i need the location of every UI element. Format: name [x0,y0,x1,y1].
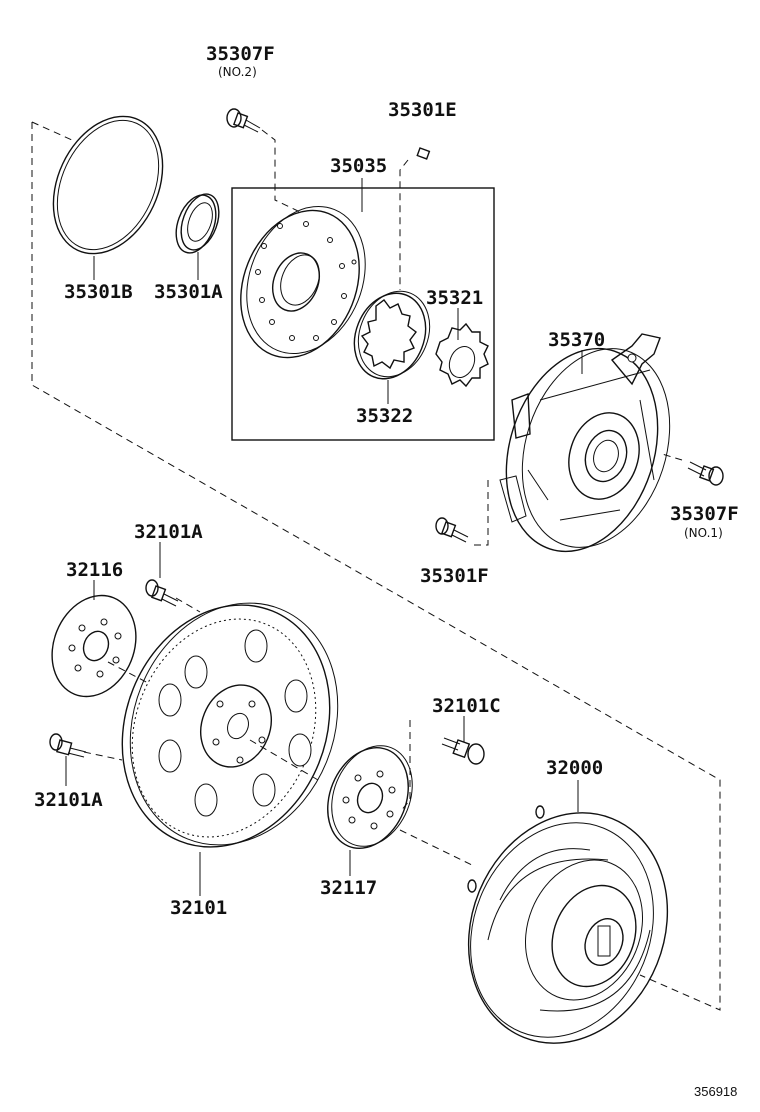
label-35370: 35370 [548,329,605,351]
oil-pump-body-part [499,333,671,553]
label-35035: 35035 [330,155,387,177]
driven-gear-part [353,290,431,380]
label-35307f-no1-note: (NO.1) [684,526,723,540]
bolt-35301f-part [435,517,469,543]
label-35301a: 35301A [154,281,223,303]
diagram-reference-number: 356918 [694,1084,737,1099]
label-32101a-lower: 32101A [34,789,103,811]
part-labels: 35307F (NO.2) 35301E 35035 35301B 35301A… [34,43,739,1099]
label-32101: 32101 [170,897,227,919]
bolt-32101a-lower-part [49,733,87,758]
drive-plate-part [121,602,339,848]
label-35307f-no1: 35307F [670,503,739,525]
pin-part [416,147,431,160]
kit-35035-box [231,187,495,441]
bolt-no1-part [687,461,724,486]
spacer-32117-part [327,745,413,849]
bolt-no2-part [226,108,261,133]
label-35307f-no2: 35307F [206,43,275,65]
label-35321: 35321 [426,287,483,309]
bolt-32101c-part [441,737,485,765]
label-35322: 35322 [356,405,413,427]
label-32117: 32117 [320,877,377,899]
label-35301b: 35301B [64,281,133,303]
assembly-guide-lines [31,121,721,1011]
label-32101c: 32101C [432,695,501,717]
leader-lines [65,178,583,896]
label-32116: 32116 [66,559,123,581]
oil-seal-part [175,193,220,254]
label-35307f-no2-note: (NO.2) [218,65,257,79]
label-32101a-upper: 32101A [134,521,203,543]
bolt-32101a-upper-part [145,579,179,607]
label-35301e: 35301E [388,99,457,121]
spacer-32116-part [51,594,137,698]
o-ring-part [52,115,164,255]
label-32000: 32000 [546,757,603,779]
pump-plate-part [240,205,366,359]
label-35301f: 35301F [420,565,489,587]
torque-converter-part [467,805,669,1044]
drive-gear-part [435,322,489,388]
